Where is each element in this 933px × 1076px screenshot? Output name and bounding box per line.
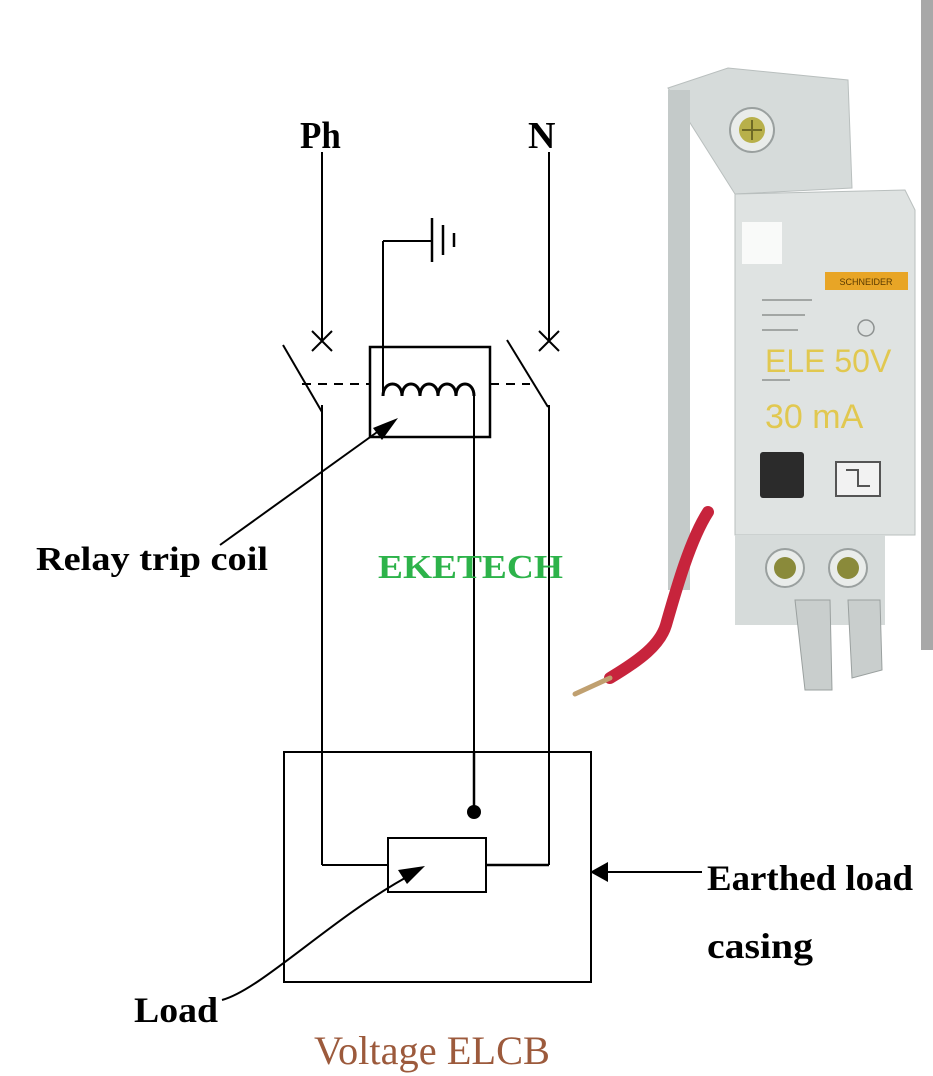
phase-switch-blade: [282, 344, 323, 413]
frame-edge: [921, 0, 933, 650]
neutral-switch-blade: [506, 339, 549, 408]
brand-tag-text: SCHNEIDER: [839, 277, 893, 287]
device-left-rail: [668, 90, 690, 590]
brand-tag: [825, 272, 908, 290]
label-relay-trip-coil: Relay trip coil: [36, 541, 268, 578]
label-watermark: EKETECH: [378, 549, 563, 586]
neutral-x-mark: [538, 330, 560, 352]
phase-x-mark: [311, 330, 333, 352]
casing-pointer: [590, 862, 702, 882]
inductor-coil-icon: [381, 382, 476, 397]
test-button: [760, 452, 804, 498]
load-resistor: [387, 837, 487, 893]
device-rating-line1: ELE 50V: [765, 343, 892, 379]
terminal-prong-left: [794, 599, 833, 691]
label-phase: Ph: [300, 114, 341, 157]
label-caption: Voltage ELCB: [314, 1028, 550, 1073]
ground-symbol-icon: [430, 218, 456, 262]
arrowhead-icon: [590, 862, 608, 882]
circuit-diagram: [282, 152, 560, 865]
arrowhead-icon: [373, 418, 398, 440]
elcb-device-photo: SCHNEIDER ELE 50V 30 mA: [572, 67, 916, 697]
label-load: Load: [134, 990, 218, 1030]
terminal-prong-right: [847, 599, 883, 679]
load-casing-box: [283, 751, 592, 983]
label-neutral: N: [528, 115, 555, 157]
relay-pointer: [219, 418, 398, 546]
label-earthed-load-line2: casing: [707, 926, 813, 966]
label-earthed-load-line1: Earthed load: [707, 858, 913, 898]
spec-text-lines: [762, 299, 812, 381]
relay-box: [368, 345, 492, 439]
arrowhead-icon: [398, 866, 425, 884]
load-pointer: [221, 866, 425, 1001]
red-wire: [604, 506, 714, 684]
device-rating-line2: 30 mA: [765, 398, 864, 436]
